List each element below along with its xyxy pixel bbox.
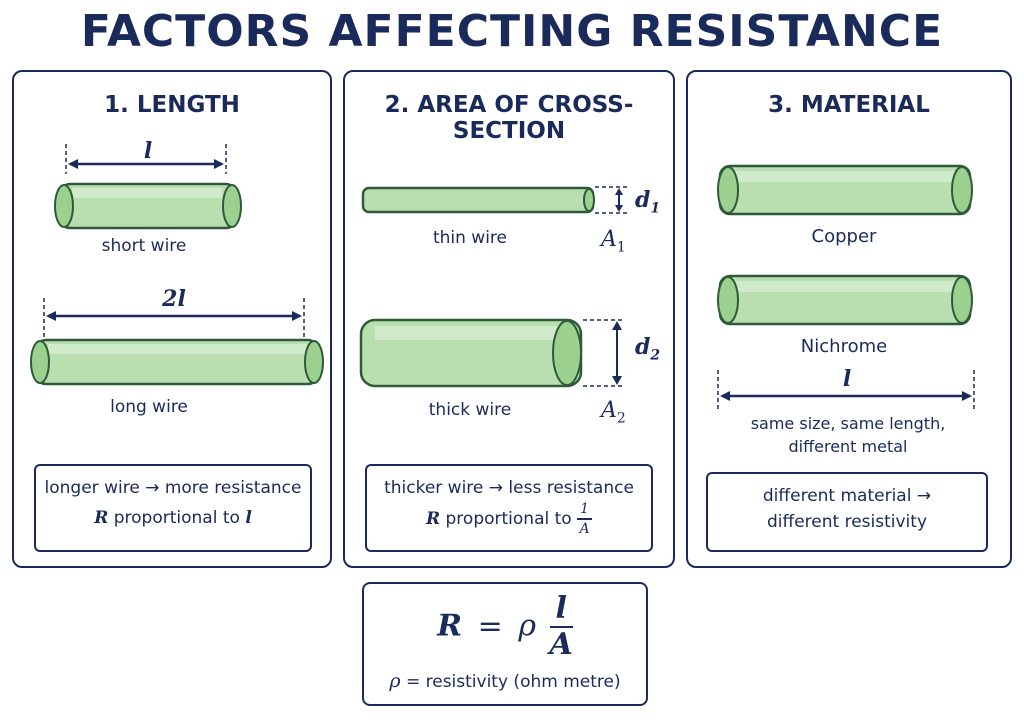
area-note-frac-num: 1 — [577, 502, 593, 520]
copper-wire — [717, 164, 973, 216]
formula-fraction: l A — [549, 594, 573, 662]
thin-wire-a-sub: 1 — [616, 239, 626, 256]
panel-area-heading: 2. AREA OF CROSS-SECTION — [384, 92, 634, 144]
area-note-line2: R proportional to 1 A — [367, 502, 651, 536]
formula-legend-text: = resistivity (ohm metre) — [405, 672, 621, 692]
panel-material: 3. MATERIAL Copper Nichrome l same size,… — [686, 70, 1012, 568]
panel-length: 1. LENGTH l short wire 2l long wire long… — [12, 70, 332, 568]
material-note-line1: different material → — [762, 486, 932, 506]
length-note-text: proportional to — [113, 508, 240, 528]
formula-den: A — [549, 627, 573, 662]
main-title: FACTORS AFFECTING RESISTANCE — [80, 6, 944, 57]
length-note-r: R — [94, 508, 109, 528]
area-note-r: R — [425, 509, 441, 529]
thick-wire-label: thick wire — [428, 400, 512, 420]
formula-rho: ρ — [518, 608, 536, 644]
formula-legend-rho: ρ — [389, 670, 401, 692]
short-wire-label: short wire — [101, 236, 187, 256]
thick-wire-a-sub: 2 — [616, 410, 626, 427]
thin-wire-label: thin wire — [432, 228, 508, 248]
long-wire — [30, 338, 324, 386]
material-note-line2: different resistivity — [766, 512, 927, 532]
formula: R = ρ l A — [364, 594, 646, 660]
long-wire-label: long wire — [110, 397, 188, 417]
formula-lhs: R — [437, 608, 463, 644]
long-wire-length-symbol: 2l — [162, 286, 186, 312]
thick-wire-area: A2 — [601, 398, 626, 426]
panel-area: 2. AREA OF CROSS-SECTION d1 thin wire A1… — [343, 70, 675, 568]
material-length-symbol: l — [842, 366, 852, 392]
thick-wire-d: d — [635, 334, 651, 360]
thin-wire-area: A1 — [601, 227, 626, 255]
panel-length-heading: 1. LENGTH — [104, 92, 240, 118]
material-dimension — [717, 370, 975, 410]
area-note-frac-den: A — [579, 521, 590, 537]
nichrome-wire — [717, 274, 973, 326]
short-wire-dimension — [65, 144, 227, 174]
long-wire-dimension — [43, 298, 305, 338]
short-wire — [54, 182, 242, 230]
thin-wire — [361, 186, 627, 214]
thick-wire-a: A — [601, 398, 617, 423]
area-note-text: proportional to — [445, 509, 572, 529]
formula-legend: ρ = resistivity (ohm metre) — [364, 670, 646, 692]
length-note-var: l — [245, 508, 252, 528]
panel-material-heading: 3. MATERIAL — [768, 92, 930, 118]
length-note: longer wire → more resistance R proporti… — [34, 464, 312, 552]
formula-num: l — [549, 594, 573, 628]
thin-wire-diameter: d1 — [635, 187, 660, 216]
copper-label: Copper — [811, 226, 877, 247]
length-note-line1: longer wire → more resistance — [44, 478, 302, 498]
thin-wire-d: d — [635, 187, 651, 213]
length-note-line2: R proportional to l — [36, 508, 310, 528]
thick-wire — [359, 318, 625, 388]
thin-wire-a: A — [601, 227, 617, 252]
material-note: different material → different resistivi… — [706, 472, 988, 552]
short-wire-length-symbol: l — [143, 138, 153, 164]
area-note-line1: thicker wire → less resistance — [384, 478, 634, 498]
thin-wire-d-sub: 1 — [650, 200, 661, 217]
thick-wire-diameter: d2 — [635, 334, 660, 363]
material-desc-line2: different metal — [788, 437, 908, 456]
formula-box: R = ρ l A ρ = resistivity (ohm metre) — [362, 582, 648, 706]
area-note: thicker wire → less resistance R proport… — [365, 464, 653, 552]
thick-wire-d-sub: 2 — [650, 347, 661, 364]
area-note-fraction: 1 A — [577, 502, 593, 537]
nichrome-label: Nichrome — [800, 336, 888, 357]
formula-equals: = — [477, 608, 503, 644]
material-desc-line1: same size, same length, — [750, 414, 946, 433]
